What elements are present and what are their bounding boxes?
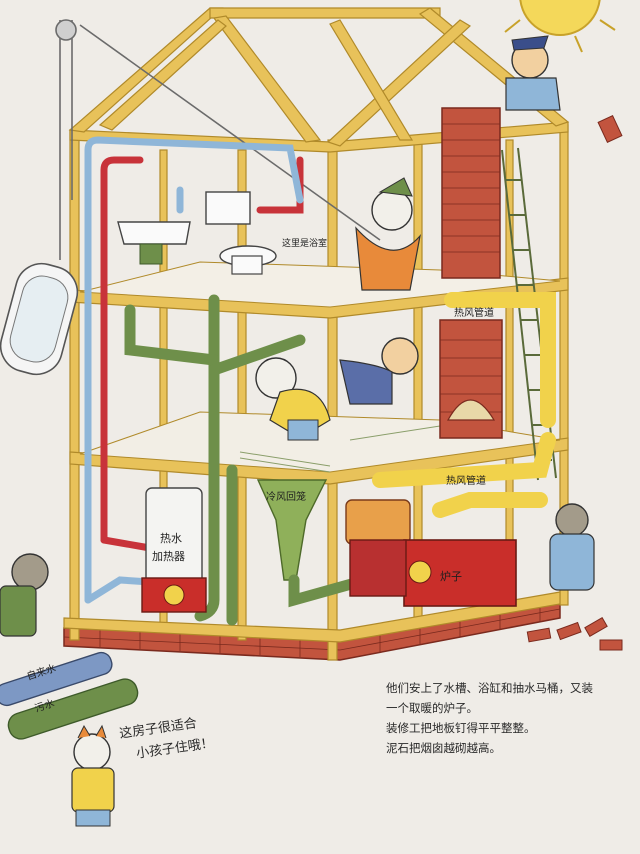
- cat-worker-top: [355, 177, 421, 291]
- furnace: [345, 499, 517, 607]
- yellow-hot-air-duct: [372, 292, 556, 518]
- hot-water-heater-label-2: 加热器: [152, 550, 185, 563]
- sink: [117, 221, 191, 265]
- sun: [504, 0, 616, 53]
- cat-roof-worker: [505, 35, 561, 111]
- hot-water-heater-label-1: 热水: [160, 532, 182, 545]
- hot-water-heater: [141, 487, 207, 613]
- red-pipe: [100, 156, 304, 552]
- raccoon-right: [549, 503, 595, 591]
- caption-line-1: 他们安上了水槽、浴缸和抽水马桶，又装: [386, 681, 593, 695]
- blue-pipe: [84, 136, 304, 604]
- caption-line-3: 装修工把地板钉得平平整整。: [386, 721, 536, 735]
- cat-carpenter-right: [339, 337, 419, 405]
- bathtub: [0, 262, 79, 376]
- green-pipe: [124, 294, 306, 626]
- furnace-label: 炉子: [440, 570, 462, 583]
- raccoon-left: [0, 553, 49, 637]
- kitten-bottom: [71, 724, 115, 827]
- ground-pipes: [0, 651, 139, 740]
- toilet: [205, 191, 277, 275]
- caption-line-4: 泥石把烟囱越砌越高。: [386, 741, 501, 755]
- loose-bricks: [526, 114, 623, 651]
- cold-air-return-label: 冷风回笼: [266, 490, 306, 503]
- caption-text: 他们安上了水槽、浴缸和抽水马桶，又装 一个取暖的炉子。 装修工把地板钉得平平整整…: [386, 678, 626, 758]
- hot-air-duct-label-2: 热风管道: [446, 474, 486, 487]
- caption-line-2: 一个取暖的炉子。: [386, 701, 478, 715]
- brick-chimney: [439, 107, 503, 439]
- hot-air-duct-label: 热风管道: [454, 306, 494, 319]
- sign-label: 这里是浴室: [282, 237, 327, 249]
- pulley-rope: [55, 19, 381, 260]
- cat-carpenter-middle: [255, 357, 331, 441]
- sewer-pipe-label: 污水: [33, 697, 56, 715]
